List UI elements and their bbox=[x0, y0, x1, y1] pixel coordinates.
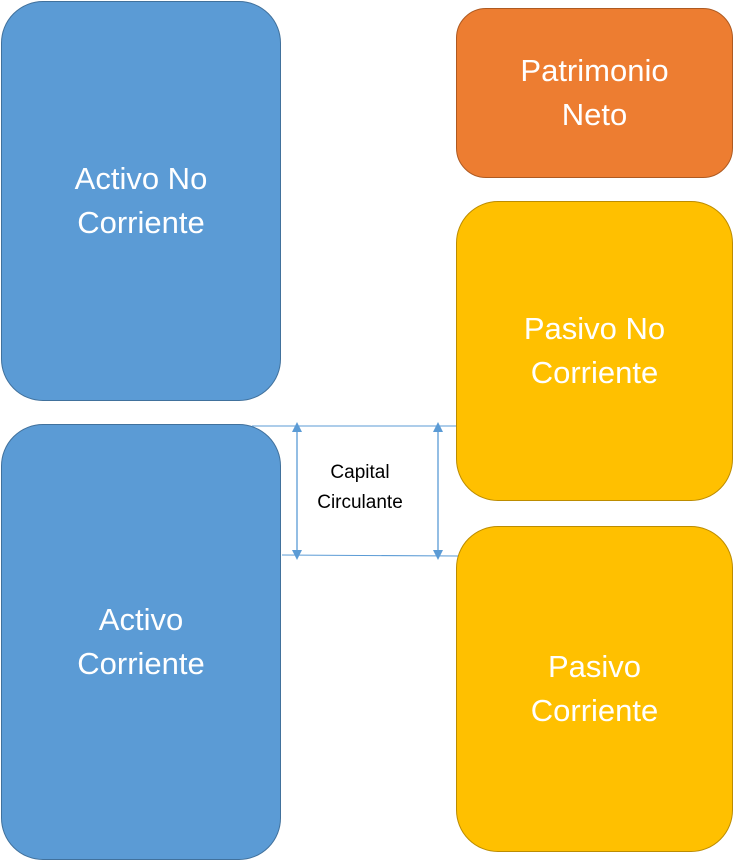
pasivo-corriente-block: Pasivo Corriente bbox=[456, 526, 733, 852]
patrimonio-neto-label: Patrimonio Neto bbox=[520, 53, 669, 132]
activo-no-corriente-block: Activo No Corriente bbox=[1, 1, 281, 401]
pasivo-no-corriente-block: Pasivo No Corriente bbox=[456, 201, 733, 501]
bottom-guide-line bbox=[281, 554, 459, 557]
capital-circulante-label: Capital Circulante bbox=[317, 462, 403, 513]
pasivo-corriente-label: Pasivo Corriente bbox=[530, 649, 659, 728]
pasivo-no-corriente-label: Pasivo No Corriente bbox=[523, 311, 666, 390]
patrimonio-neto-block: Patrimonio Neto bbox=[456, 8, 733, 178]
activo-no-corriente-label: Activo No Corriente bbox=[74, 161, 208, 240]
activo-corriente-block: Activo Corriente bbox=[1, 424, 281, 860]
activo-corriente-label: Activo Corriente bbox=[77, 602, 205, 681]
